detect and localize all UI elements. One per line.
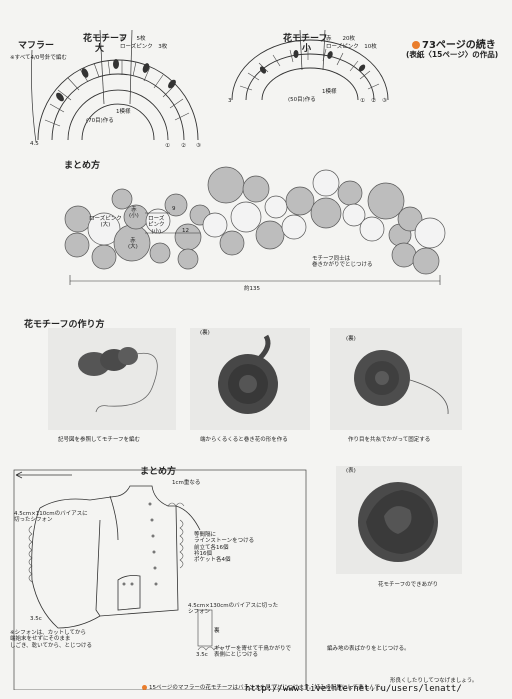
- finished-tag: (表): [346, 468, 356, 474]
- step3-photo: [330, 328, 462, 430]
- footer-bullet-icon: [142, 685, 147, 690]
- small-start: 3: [228, 98, 232, 104]
- assembly-heading: まとめ方: [64, 161, 101, 171]
- large-round-count: (70目)作る: [86, 118, 114, 124]
- large-round-1: ①: [165, 143, 170, 149]
- step1-photo: [48, 328, 176, 430]
- large-motif-chart: [31, 29, 199, 143]
- large-motif-spec-2: ローズピンク 3枚: [120, 44, 168, 50]
- chiffon-bias-110: 4.5cm×110cmのバイアスに切ったシフォン: [14, 511, 88, 524]
- continuation-title: 73ページの続き: [412, 36, 496, 51]
- step2-photo: [190, 328, 310, 430]
- rhinestone-note: 等間隔にラインストーンをつける前立て各16個衿16個ポケット各4個: [194, 532, 255, 564]
- muffler-label: マフラー: [18, 41, 55, 51]
- rose-large-label: ローズピンク(大): [89, 216, 122, 229]
- step2-tag: (裏): [200, 330, 210, 336]
- assembly-diagram: [64, 166, 446, 285]
- finished-caption: 花モチーフのできあがり: [378, 582, 439, 588]
- small-motif-spec-2: ローズピンク 10枚: [326, 44, 377, 50]
- dimension-9: 9: [172, 206, 176, 212]
- red-small-label: 赤(小): [129, 207, 139, 220]
- small-round-count: (50目)作る: [288, 97, 316, 103]
- footer-note: 15ページのマフラーの花モチーフはバランスを見てとじつけます。好みの配置にして楽…: [142, 683, 385, 691]
- small-round-2: ②: [371, 98, 376, 104]
- small-round-1: ①: [360, 98, 365, 104]
- step3-tag: (裏): [346, 336, 356, 342]
- chiffon-note: ※シフォンは、カットしてから端始末をせずにそのまましごき、乾いてから、とじつける: [10, 630, 92, 649]
- orange-bullet-icon: [412, 41, 420, 49]
- step1-caption: 記号図を参照してモチーフを編む: [58, 437, 141, 443]
- gather-note: ギャザーを寄せて千鳥かがりで表側にとじつける: [214, 646, 292, 659]
- finished-flower-photo: [336, 466, 462, 574]
- needle-note: ※すべて4/0号針で編む: [10, 55, 67, 61]
- small-motif-chart: [231, 29, 389, 101]
- step2-caption: 端からくるくると巻き花の形を作る: [200, 437, 288, 443]
- large-motif-size: 大: [95, 44, 105, 54]
- continuation-subtitle: (表紙〈15ページ〉の作品): [406, 50, 499, 59]
- dimension-3-5-a: 3.5c: [30, 616, 42, 622]
- step3-caption: 作り目を共糸でかがって固定する: [348, 437, 431, 443]
- small-motif-title: 花モチーフ: [283, 34, 328, 44]
- hidden-note: 編み地の表ばかりをとじつける。: [316, 646, 410, 652]
- large-repeat: 1模様: [116, 109, 131, 115]
- back-arrow-icon: [14, 464, 74, 483]
- red-large-label: 赤(大): [128, 238, 138, 251]
- large-motif-title: 花モチーフ: [83, 34, 128, 44]
- how-to-heading: 花モチーフの作り方: [24, 320, 105, 330]
- watermark-url: http://www.liveinternet.ru/users/lenatt/: [245, 684, 462, 694]
- small-round-3: ③: [382, 98, 387, 104]
- small-repeat: 1模様: [322, 89, 337, 95]
- small-motif-size: 小: [302, 44, 312, 54]
- chiffon-bias-130: 4.5cm×130cmのバイアスに切ったシフォン: [188, 603, 279, 616]
- dimension-12: 12: [182, 228, 189, 234]
- join-note: モチーフ同士は巻きかがりでとじつける: [312, 256, 373, 269]
- large-start: 4.5: [30, 141, 39, 147]
- large-round-2: ②: [181, 143, 186, 149]
- footer-note-cont: 形良くしたりしてつなげましょう。: [390, 678, 478, 684]
- large-motif-spec-1: 赤 5枚: [120, 36, 146, 42]
- total-length: 約135: [244, 286, 260, 292]
- dimension-3-5-b: 3.5c: [196, 652, 208, 658]
- finish-heading: まとめ方: [140, 467, 177, 477]
- reverse-label: 裏: [214, 628, 220, 634]
- garment-diagram: [13, 469, 307, 690]
- rose-small-label: ローズピンク(小): [148, 216, 165, 235]
- small-motif-spec-1: 赤 20枚: [326, 36, 355, 42]
- large-round-3: ③: [196, 143, 201, 149]
- overlap-note: 1cm重なる: [172, 480, 201, 486]
